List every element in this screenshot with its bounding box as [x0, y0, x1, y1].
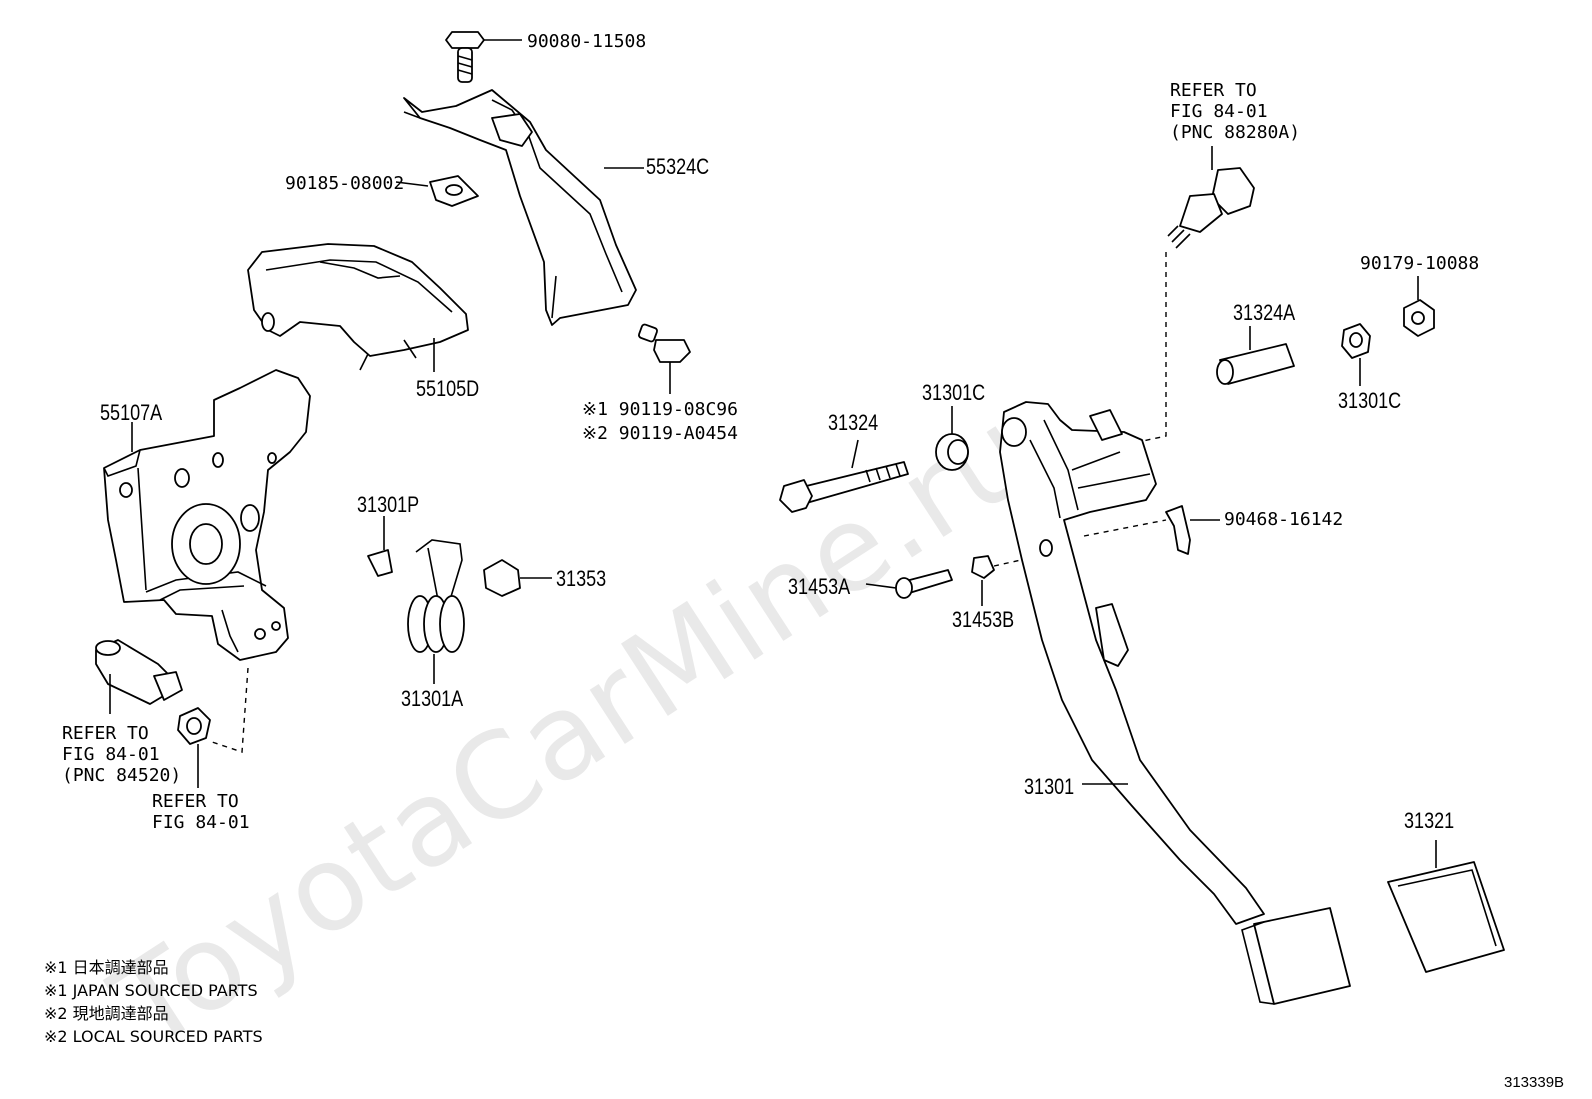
note-japan-sourced-jp: ※1 日本調達部品: [44, 958, 169, 977]
note-local-sourced-en: ※2 LOCAL SOURCED PARTS: [44, 1027, 263, 1046]
callout-31301c-left: 31301C: [922, 380, 986, 405]
callout-refer-pnc-88280a: REFER TO FIG 84-01 (PNC 88280A): [1170, 80, 1301, 143]
callout-90080-11508: 90080-11508: [527, 31, 647, 52]
callout-31301a: 31301A: [401, 686, 464, 711]
clip-90185-08002-drawing: [395, 175, 479, 207]
clip-90468-drawing: [1083, 505, 1220, 555]
nut-31353-drawing: [483, 559, 552, 597]
callout-90119-08c96: ※1 90119-08C96: [582, 399, 738, 420]
note-local-sourced-jp: ※2 現地調達部品: [44, 1004, 169, 1023]
callout-31353: 31353: [556, 566, 607, 591]
callout-55107a: 55107A: [100, 400, 163, 425]
nut-refer-drawing: [177, 667, 249, 788]
bracket-55324c-drawing: [403, 89, 644, 326]
bolt-31324-drawing: [779, 439, 909, 513]
bushing-31301c-right-drawing: [1341, 323, 1371, 386]
callout-90179-10088: 90179-10088: [1360, 253, 1480, 274]
pin-31453a-drawing: [865, 569, 953, 599]
callout-31321: 31321: [1404, 808, 1455, 833]
cover-55105d-drawing: [247, 243, 469, 372]
callout-31453b: 31453B: [952, 607, 1015, 632]
clip-31453b-drawing: [971, 553, 1049, 606]
pedal-pad-31321-drawing: [1387, 840, 1505, 973]
callout-31453a: 31453A: [788, 574, 851, 599]
switch-84520-drawing: [95, 639, 183, 714]
callout-31324: 31324: [828, 410, 879, 435]
bushing-31301c-left-drawing: [935, 406, 969, 471]
callout-31301p: 31301P: [357, 492, 420, 517]
clip-31301p-drawing: [367, 516, 393, 577]
callout-90185-08002: 90185-08002: [285, 173, 405, 194]
note-japan-sourced-en: ※1 JAPAN SOURCED PARTS: [44, 981, 258, 1000]
collar-31324a-drawing: [1216, 326, 1295, 385]
callout-31301: 31301: [1024, 774, 1075, 799]
callout-90468-16142: 90468-16142: [1224, 509, 1344, 530]
figure-number: 313339B: [1504, 1074, 1565, 1091]
nut-90179-drawing: [1403, 276, 1435, 337]
pedal-arm-31301-drawing: [999, 401, 1351, 1005]
bolt-90080-11508-drawing: [445, 31, 522, 83]
callout-31324a: 31324A: [1233, 300, 1296, 325]
callout-refer-fig-84-01: REFER TO FIG 84-01: [152, 791, 250, 833]
bracket-55107a-drawing: [103, 369, 311, 661]
callout-31301c-right: 31301C: [1338, 388, 1402, 413]
callout-refer-pnc-84520: REFER TO FIG 84-01 (PNC 84520): [62, 723, 182, 786]
switch-88280a-drawing: [1109, 146, 1255, 449]
bolt-90119-drawing: [638, 323, 691, 394]
callout-55105d: 55105D: [416, 376, 480, 401]
spring-31301a-drawing: [407, 539, 465, 684]
callout-90119-a0454: ※2 90119-A0454: [582, 423, 738, 444]
callout-55324c: 55324C: [646, 154, 710, 179]
